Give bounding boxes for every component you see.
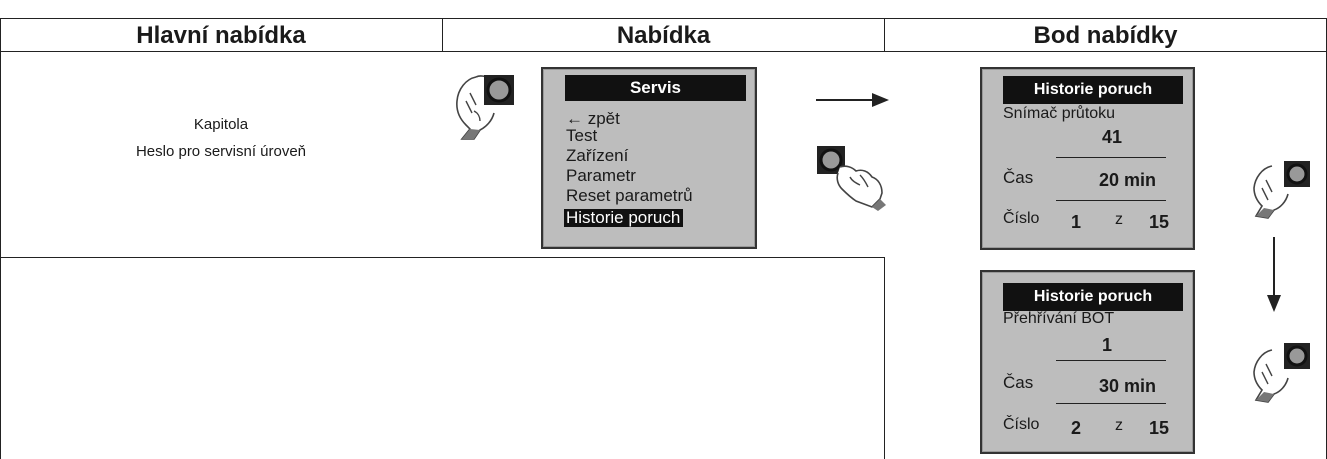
fault-display-1-name: Snímač průtoku: [1003, 105, 1116, 122]
fault-display-1: Historie poruch Snímač průtoku 41 Čas 20…: [980, 67, 1195, 250]
menu-display: Servis ← zpět Test Zařízení Parametr Res…: [541, 67, 757, 249]
fault-display-1-total: 15: [1149, 212, 1170, 232]
arrow-right-icon: [816, 93, 889, 107]
fault-display-1-number-value: 1: [1071, 212, 1082, 232]
fault-display-2: Historie poruch Přehřívání BOT 1 Čas 30 …: [980, 270, 1195, 454]
fault-display-1-time-label: Čas: [1003, 168, 1034, 187]
fault-display-2-separator-2: [1056, 403, 1166, 404]
menu-item-fault-history[interactable]: Historie poruch: [564, 209, 684, 227]
main-menu-chapter: Kapitola: [193, 116, 249, 133]
fault-display-2-number-label: Číslo: [1003, 416, 1040, 433]
fault-display-2-title: Historie poruch: [1003, 283, 1183, 311]
header-menu-item: Bod nabídky: [1033, 22, 1178, 49]
hand-knob-turn-icon: [456, 75, 514, 140]
fault-display-2-time-label: Čas: [1003, 373, 1034, 392]
table-top-border: [0, 18, 1327, 19]
fault-display-2-code: 1: [1102, 335, 1113, 355]
fault-display-1-number-label: Číslo: [1003, 210, 1040, 227]
fault-display-2-number-value: 2: [1071, 418, 1082, 438]
fault-display-2-time-value: 30 min: [1099, 376, 1157, 396]
hand-knob-press-icon: [817, 146, 886, 211]
table-left-border: [0, 18, 1, 459]
header-bottom-border: [0, 51, 1327, 52]
arrow-down-icon: [1267, 237, 1281, 312]
menu-item-device[interactable]: Zařízení: [566, 146, 629, 165]
fault-display-2-total: 15: [1149, 418, 1170, 438]
menu-item-reset-parameters[interactable]: Reset parametrů: [566, 186, 693, 205]
fault-display-1-separator-1: [1056, 157, 1166, 158]
hand-knob-turn-icon-2: [1253, 161, 1310, 219]
header-menu: Nabídka: [616, 22, 711, 49]
fault-display-1-separator-2: [1056, 200, 1166, 201]
menu-item-parameter[interactable]: Parametr: [566, 166, 636, 185]
fault-display-2-name: Přehřívání BOT: [1003, 310, 1115, 327]
menu-display-title: Servis: [565, 75, 746, 101]
fault-display-1-code: 41: [1102, 127, 1123, 147]
row-divider: [0, 257, 884, 258]
fault-display-2-separator-1: [1056, 360, 1166, 361]
menu-item-test[interactable]: Test: [566, 126, 598, 145]
header-divider-1: [442, 18, 443, 51]
fault-display-1-time-value: 20 min: [1099, 170, 1157, 190]
menu-item-back[interactable]: ← zpět: [566, 109, 620, 128]
main-menu-password: Heslo pro servisní úroveň: [135, 143, 307, 160]
fault-display-1-of-label: z: [1115, 211, 1123, 228]
column-divider: [884, 257, 885, 459]
fault-display-2-of-label: z: [1115, 417, 1123, 434]
hand-knob-turn-icon-3: [1253, 343, 1310, 403]
header-main-menu: Hlavní nabídka: [136, 22, 306, 49]
fault-display-1-title: Historie poruch: [1003, 76, 1183, 104]
header-divider-2: [884, 18, 885, 51]
